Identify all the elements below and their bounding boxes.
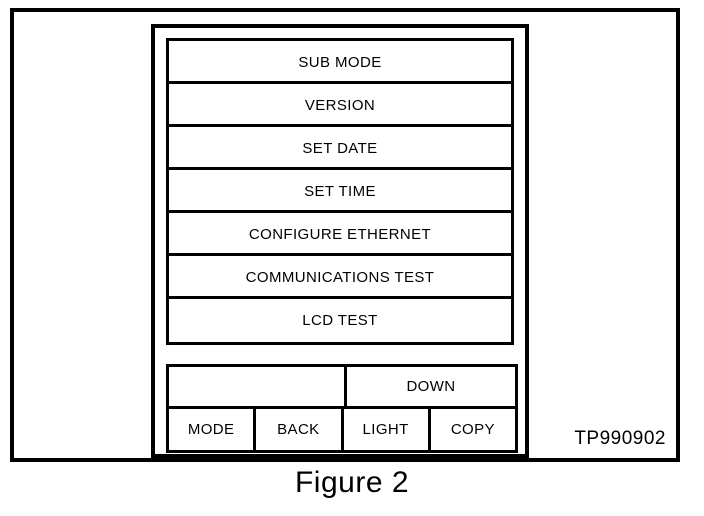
key-back[interactable]: BACK xyxy=(256,409,344,450)
device-button-panel: DOWN MODE BACK LIGHT COPY xyxy=(166,364,518,453)
key-light[interactable]: LIGHT xyxy=(344,409,431,450)
menu-item-communications-test[interactable]: COMMUNICATIONS TEST xyxy=(169,256,511,299)
menu-item-version[interactable]: VERSION xyxy=(169,84,511,127)
softkey-row: DOWN xyxy=(169,367,515,409)
lcd-menu-panel: SUB MODE VERSION SET DATE SET TIME CONFI… xyxy=(166,38,514,345)
key-mode[interactable]: MODE xyxy=(169,409,257,450)
figure-caption: Figure 2 xyxy=(294,466,410,499)
drawing-code-label: TP990902 xyxy=(574,428,666,449)
figure-frame: SUB MODE VERSION SET DATE SET TIME CONFI… xyxy=(10,8,680,462)
menu-item-configure-ethernet[interactable]: CONFIGURE ETHERNET xyxy=(169,213,511,256)
key-copy[interactable]: COPY xyxy=(450,421,495,438)
menu-item-set-time[interactable]: SET TIME xyxy=(169,170,511,213)
softkey-left[interactable] xyxy=(169,367,347,406)
softkey-down[interactable]: DOWN xyxy=(406,378,456,395)
menu-item-lcd-test[interactable]: LCD TEST xyxy=(169,299,511,342)
device-bezel: SUB MODE VERSION SET DATE SET TIME CONFI… xyxy=(151,24,529,458)
menu-item-sub-mode[interactable]: SUB MODE xyxy=(169,41,511,84)
keypad-row: MODE BACK LIGHT COPY xyxy=(169,409,515,450)
menu-item-set-date[interactable]: SET DATE xyxy=(169,127,511,170)
